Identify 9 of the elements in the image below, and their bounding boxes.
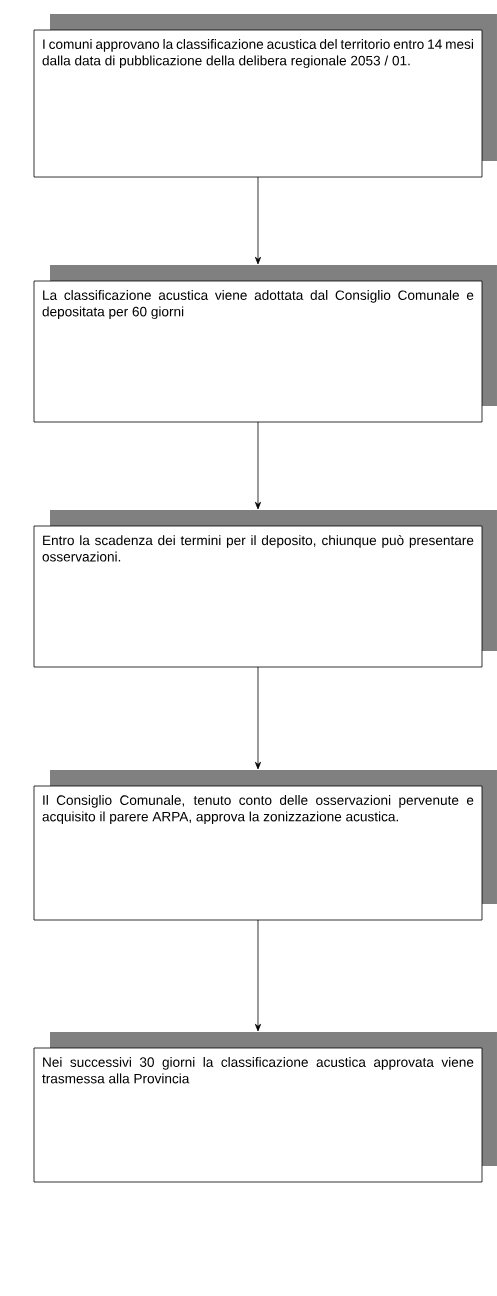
process-box: Entro la scadenza dei termini per il deposito, chiunque può presentare osservazioni. <box>33 510 497 668</box>
process-box: I comuni approvano la classificazione acustica del territorio entro 14 mesi dalla data di pubblicazione della delibera regionale 2053 / 01. <box>33 14 497 178</box>
process-box: Nei successivi 30 giorni la classificazione acustica approvata viene trasmessa alla Provincia <box>33 1032 497 1183</box>
process-box: Il Consiglio Comunale, tenuto conto delle osservazioni pervenute e acquisito il parere ARPA, approva la zonizzazione acustica. <box>33 770 497 921</box>
process-box: La classificazione acustica viene adottata dal Consiglio Comunale e depositata per 60 giorni <box>33 265 497 423</box>
arrow <box>255 666 261 770</box>
arrow <box>255 919 261 1032</box>
arrow <box>255 176 261 265</box>
arrow <box>255 421 261 510</box>
